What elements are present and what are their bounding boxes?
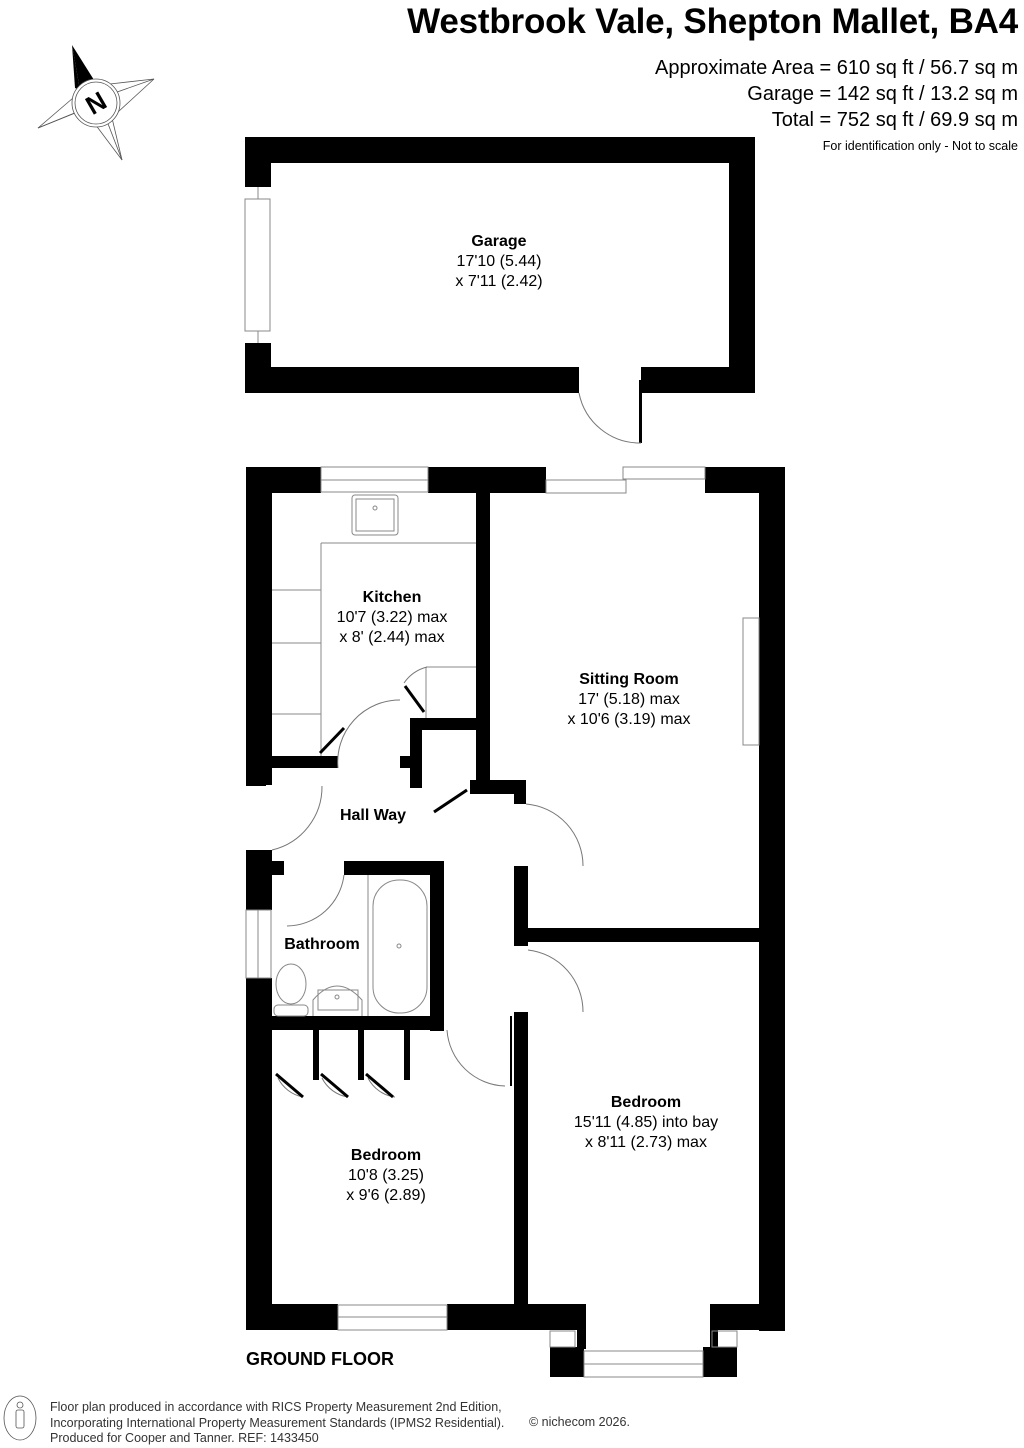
room-dimension: x 9'6 (2.89) xyxy=(346,1187,426,1204)
area-summary: Approximate Area = 610 sq ft / 56.7 sq m… xyxy=(655,55,1018,133)
total-area: Total = 752 sq ft / 69.9 sq m xyxy=(771,109,1018,131)
compass-icon: N xyxy=(37,45,155,161)
room-dimension: x 8' (2.44) max xyxy=(339,629,445,646)
garage-area: Garage = 142 sq ft / 13.2 sq m xyxy=(747,83,1018,105)
room-name: Kitchen xyxy=(362,589,422,606)
approximate-area: Approximate Area = 610 sq ft / 56.7 sq m xyxy=(655,57,1018,79)
room-hall-way: Hall Way xyxy=(340,806,406,826)
room-bedroom-2: Bedroom 10'8 (3.25) x 9'6 (2.89) xyxy=(346,1146,426,1206)
room-dimension: 17' (5.18) max xyxy=(578,691,680,708)
room-name: Garage xyxy=(471,233,527,250)
room-name: Bathroom xyxy=(284,936,360,953)
room-bedroom-1: Bedroom 15'11 (4.85) into bay x 8'11 (2.… xyxy=(574,1093,718,1153)
room-dimension: 15'11 (4.85) into bay xyxy=(573,1114,719,1131)
room-dimension: 10'8 (3.25) xyxy=(347,1167,424,1184)
footer-line: Floor plan produced in accordance with R… xyxy=(50,1400,502,1414)
room-name: Sitting Room xyxy=(579,671,679,688)
room-bathroom: Bathroom xyxy=(284,935,360,955)
garage-walls xyxy=(245,137,755,443)
garage-window xyxy=(244,187,271,343)
room-dimension: x 8'11 (2.73) max xyxy=(585,1134,707,1151)
kitchen-sink-icon xyxy=(351,494,399,536)
bath-icon xyxy=(372,879,428,1014)
room-kitchen: Kitchen 10'7 (3.22) max x 8' (2.44) max xyxy=(337,588,448,648)
bathroom-fixtures xyxy=(273,875,428,1017)
house-walls xyxy=(246,467,785,1377)
room-sitting-room: Sitting Room 17' (5.18) max x 10'6 (3.19… xyxy=(567,670,690,730)
room-dimension: 17'10 (5.44) xyxy=(456,253,542,270)
basin-icon xyxy=(312,985,363,1016)
copyright: © nichecom 2026. xyxy=(529,1415,630,1429)
disclaimer: For identification only - Not to scale xyxy=(822,139,1018,153)
garage-door-swing xyxy=(578,392,642,444)
footer-line: Incorporating International Property Mea… xyxy=(50,1415,505,1430)
footer-notes: Floor plan produced in accordance with R… xyxy=(50,1400,504,1447)
room-name: Bedroom xyxy=(350,1147,422,1164)
room-dimension: x 7'11 (2.42) xyxy=(455,273,543,290)
room-garage: Garage 17'10 (5.44) x 7'11 (2.42) xyxy=(455,232,542,292)
room-dimension: 10'7 (3.22) max xyxy=(336,609,448,626)
door-leaves xyxy=(275,685,512,1099)
windows xyxy=(245,466,760,1378)
room-name: Hall Way xyxy=(339,807,407,824)
floor-label: GROUND FLOOR xyxy=(246,1349,394,1369)
room-name: Bedroom xyxy=(610,1094,682,1111)
kitchen-fixtures xyxy=(272,494,476,756)
page-title: Westbrook Vale, Shepton Mallet, BA4 xyxy=(407,2,1018,41)
room-dimension: x 10'6 (3.19) max xyxy=(567,711,691,728)
toilet-icon xyxy=(275,963,307,1005)
footer-line: Produced for Cooper and Tanner. REF: 143… xyxy=(50,1431,319,1445)
footer-person-icon xyxy=(3,1395,37,1441)
door-swings xyxy=(271,666,584,1098)
